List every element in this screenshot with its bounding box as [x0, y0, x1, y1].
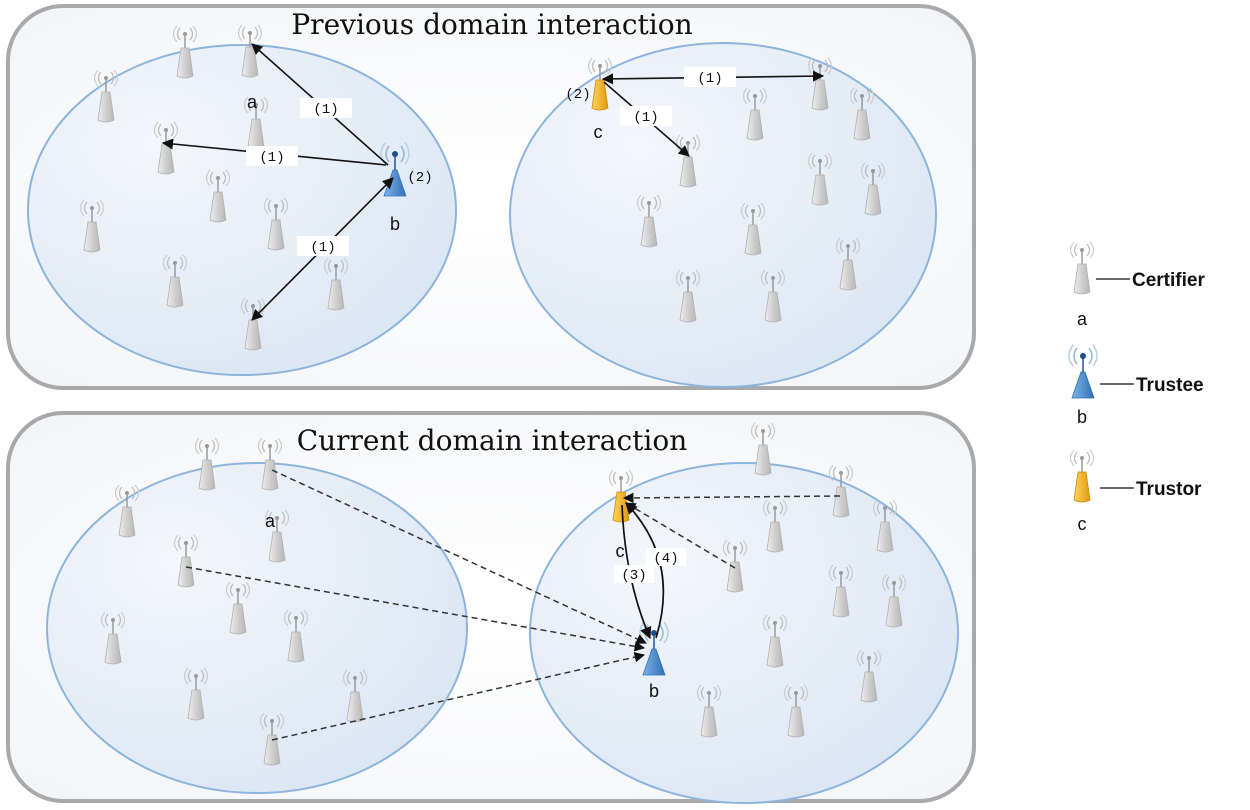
step-label: (1) — [633, 110, 658, 126]
trustee-icon — [1068, 344, 1098, 399]
dashed-arrow — [185, 566, 646, 652]
node-letter-c: c — [594, 122, 603, 142]
step-label: (1) — [697, 71, 722, 87]
current-right-domain — [529, 462, 959, 804]
legend: Certifier a Trustee b Trustor c — [1068, 241, 1205, 534]
current-domain-panel: Current domain interaction — [6, 411, 976, 804]
legend-trustor-letter: c — [1078, 514, 1087, 534]
node-letter-b: b — [649, 681, 659, 701]
dashed-arrow — [625, 502, 736, 569]
legend-trustee-label: Trustee — [1136, 375, 1204, 396]
step-label: (2) — [565, 87, 590, 103]
legend-trustee: Trustee b — [1068, 344, 1204, 427]
node-letter-a: a — [247, 92, 258, 112]
current-left-domain — [46, 462, 468, 794]
legend-certifier: Certifier a — [1069, 241, 1205, 329]
step-label: (4) — [653, 551, 678, 567]
legend-trustor: Trustor c — [1069, 449, 1202, 534]
step-label: (2) — [407, 170, 432, 186]
node-letter-c: c — [616, 541, 625, 561]
step-label: (1) — [259, 150, 284, 166]
trustor-icon — [1069, 449, 1095, 503]
dashed-arrow — [271, 469, 647, 644]
step-label: (1) — [313, 102, 338, 118]
previous-domain-panel: Previous domain interaction — [6, 4, 976, 390]
dashed-arrow — [271, 651, 646, 741]
legend-trustor-label: Trustor — [1136, 479, 1202, 500]
step-label: (1) — [310, 240, 335, 256]
legend-certifier-label: Certifier — [1132, 270, 1205, 291]
node-letter-b: b — [390, 214, 400, 234]
current-panel-title: Current domain interaction — [297, 424, 688, 457]
certifier-icon — [1069, 241, 1095, 295]
legend-trustee-letter: b — [1077, 407, 1087, 427]
step-label: (3) — [621, 568, 646, 584]
dashed-arrow — [622, 492, 841, 504]
node-letter-a: a — [265, 511, 276, 531]
legend-certifier-letter: a — [1077, 309, 1088, 329]
previous-panel-title: Previous domain interaction — [291, 8, 692, 41]
previous-right-domain — [509, 42, 937, 388]
